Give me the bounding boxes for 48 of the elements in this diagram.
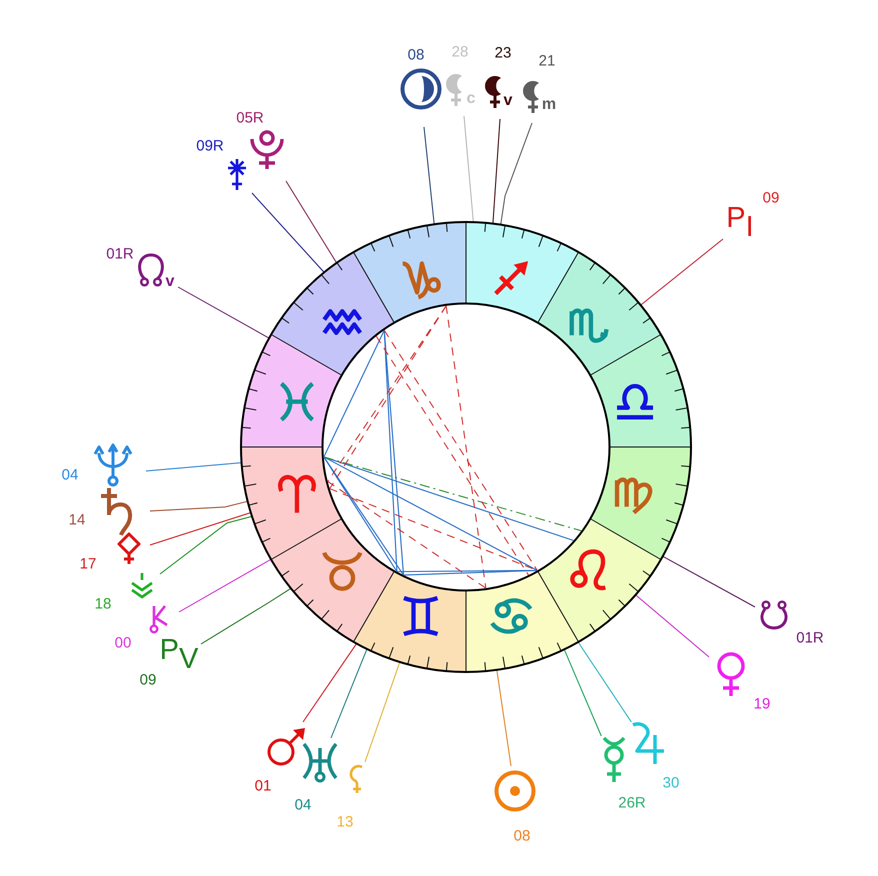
symbol-letter: c bbox=[466, 90, 476, 108]
degree-label: 19 bbox=[754, 695, 770, 713]
degree-label: 09 bbox=[140, 671, 156, 689]
leader-line bbox=[302, 643, 357, 722]
leader-line bbox=[160, 516, 252, 574]
degree-label: 23 bbox=[494, 44, 512, 62]
degree-label: 08 bbox=[408, 46, 424, 64]
degree-label: 01 bbox=[254, 777, 272, 795]
leader-line bbox=[150, 512, 251, 546]
leader-line bbox=[178, 286, 270, 338]
degree-label: 18 bbox=[94, 595, 112, 613]
degree-label: 09 bbox=[762, 189, 780, 207]
leader-line bbox=[662, 556, 756, 608]
degree-label: 01R bbox=[106, 245, 134, 263]
leader-line bbox=[500, 122, 532, 226]
leader-line bbox=[578, 641, 632, 722]
degree-label: 30 bbox=[662, 774, 680, 792]
leader-line bbox=[464, 116, 474, 223]
leader-line bbox=[178, 559, 272, 612]
symbol-letter: v bbox=[504, 92, 512, 110]
degree-label: 21 bbox=[538, 52, 556, 70]
degree-label: 17 bbox=[80, 555, 96, 573]
leader-line bbox=[200, 588, 292, 644]
degree-label: 05R bbox=[236, 109, 264, 127]
degree-label: 00 bbox=[114, 634, 132, 652]
degree-label: 01R bbox=[796, 629, 824, 647]
symbol-letter: m bbox=[542, 96, 556, 114]
symbol-letter: v bbox=[166, 272, 174, 292]
leader-line bbox=[634, 594, 710, 658]
leader-line bbox=[496, 669, 512, 766]
leader-line bbox=[286, 180, 337, 264]
leader-line bbox=[330, 648, 368, 738]
degree-label: 14 bbox=[68, 511, 86, 529]
leader-line bbox=[564, 648, 602, 736]
leader-line bbox=[364, 662, 400, 762]
leader-line bbox=[492, 118, 500, 224]
degree-label: 08 bbox=[514, 827, 530, 845]
degree-label: 13 bbox=[336, 813, 354, 831]
leader-line bbox=[150, 500, 248, 512]
degree-label: 04 bbox=[294, 796, 312, 814]
leader-line bbox=[424, 126, 435, 225]
degree-label: 04 bbox=[62, 466, 78, 484]
degree-label: 28 bbox=[452, 43, 468, 61]
leader-line bbox=[146, 462, 242, 472]
leader-line bbox=[252, 192, 324, 273]
degree-label: 26R bbox=[618, 794, 646, 812]
leader-line bbox=[640, 238, 724, 306]
degree-label: 09R bbox=[196, 137, 224, 155]
